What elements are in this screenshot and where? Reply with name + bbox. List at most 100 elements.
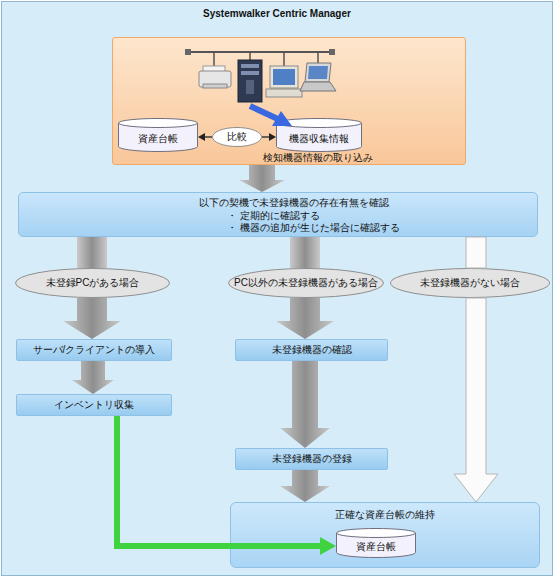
- flow-connector: [262, 133, 276, 141]
- block-arrow: [77, 237, 107, 268]
- compare-line: [262, 136, 270, 137]
- cylinder-label: 資産台帳: [118, 118, 198, 152]
- import-arrow: [250, 106, 292, 126]
- monitor: [270, 66, 298, 88]
- check-bullet: ・ 機器の追加が生じた場合に確認する: [227, 222, 400, 235]
- ellipse-shape: [213, 128, 262, 147]
- frame-title: Systemwalker Centric Manager: [2, 8, 552, 20]
- flow-connector: [290, 237, 320, 268]
- block-arrow: [63, 298, 121, 339]
- ellipse-label: PC以外の未登録機器がある場合: [228, 268, 384, 298]
- server-panel: [246, 80, 254, 94]
- drop-line: [213, 52, 215, 68]
- bus-terminator: [185, 49, 191, 55]
- condition-ellipse: 未登録機器がない場合: [390, 268, 550, 298]
- goal-box: 正確な資産台帳の維持資産台帳: [230, 502, 540, 568]
- ellipse-shape: [391, 269, 550, 298]
- drop-line: [283, 52, 285, 66]
- condition-text: 比較: [227, 131, 247, 143]
- flow-connector: [63, 298, 121, 339]
- flow-connector: [276, 298, 334, 339]
- process-text: インベントリ収集: [54, 399, 134, 411]
- detection-panel: 検知機器情報の取り込み 資産台帳 比較 機器収集情報: [112, 37, 466, 165]
- goal-heading: 正確な資産台帳の維持: [231, 509, 539, 521]
- server-bay: [241, 64, 259, 68]
- cylinder-top: [337, 529, 416, 538]
- cylinder-label: 資産台帳: [336, 528, 416, 558]
- plain-block-arrow: [466, 237, 486, 268]
- laptop-base: [300, 82, 336, 91]
- process-text: 未登録機器の登録: [272, 453, 352, 465]
- ellipse-shape: [16, 269, 170, 298]
- process-box: 未登録機器の登録: [235, 448, 388, 470]
- import-arrow-head: [272, 111, 292, 126]
- condition-ellipse: 未登録PCがある場合: [15, 268, 170, 298]
- arrow-head: [198, 133, 205, 141]
- plain-block-arrow: [454, 298, 498, 502]
- drop-line: [317, 52, 319, 63]
- process-label: サーバ/クライアントの導入: [17, 340, 171, 360]
- cylinder-top: [277, 119, 362, 128]
- ellipse-label: 比較: [212, 127, 262, 147]
- bus-terminator: [329, 49, 335, 55]
- check-heading: 以下の契機で未登録機器の存在有無を確認: [199, 197, 400, 210]
- flow-connector: [466, 237, 486, 268]
- block-arrow: [276, 298, 334, 339]
- panel-caption: 検知機器情報の取り込み: [263, 152, 373, 164]
- database-name: 資産台帳: [356, 541, 396, 553]
- desktop-icon: [266, 66, 302, 97]
- process-box: サーバ/クライアントの導入: [16, 339, 172, 361]
- flow-connector: [77, 237, 107, 268]
- compare-line: [204, 136, 212, 137]
- arrow-head: [269, 133, 276, 141]
- database-name: 資産台帳: [138, 133, 178, 145]
- ellipse-label: 未登録PCがある場合: [15, 268, 170, 298]
- monitor-screen: [273, 69, 295, 85]
- drop-line: [249, 52, 251, 60]
- bus-line: [189, 51, 331, 53]
- check-text-block: 以下の契機で未登録機器の存在有無を確認・ 定期的に確認する・ 機器の追加が生じた…: [199, 197, 400, 235]
- flow-connector: [72, 361, 114, 394]
- block-arrow: [239, 165, 285, 192]
- condition-ellipse: PC以外の未登録機器がある場合: [228, 268, 384, 298]
- flow-connector: [280, 361, 330, 448]
- printer-body: [199, 71, 231, 87]
- check-box: 以下の契機で未登録機器の存在有無を確認・ 定期的に確認する・ 機器の追加が生じた…: [18, 192, 538, 237]
- condition-ellipse: 比較: [212, 127, 262, 147]
- import-arrow-shaft: [250, 106, 280, 120]
- ellipse-label: 未登録機器がない場合: [390, 268, 550, 298]
- process-box: インベントリ収集: [16, 394, 172, 416]
- block-arrow: [280, 470, 330, 502]
- ellipse-shape: [229, 269, 384, 298]
- green-flow-line: [117, 416, 322, 546]
- database-cylinder: 資産台帳: [336, 528, 416, 558]
- process-text: 未登録機器の確認: [272, 344, 352, 356]
- cylinder-top: [119, 119, 198, 128]
- server-bay: [241, 71, 259, 75]
- laptop-screen: [308, 66, 328, 79]
- laptop-icon: [300, 63, 336, 91]
- process-label: 未登録機器の登録: [236, 449, 387, 469]
- block-arrow: [290, 237, 320, 268]
- block-arrow: [72, 361, 114, 394]
- process-box: 未登録機器の確認: [235, 339, 388, 361]
- database-name: 機器収集情報: [289, 133, 349, 145]
- printer-tray: [203, 84, 227, 88]
- server-icon: [238, 60, 262, 102]
- network-bus: [185, 49, 335, 68]
- process-text: サーバ/クライアントの導入: [33, 344, 156, 356]
- flow-connector: [239, 165, 285, 192]
- arrow-head: [320, 537, 336, 555]
- desktop-base: [266, 89, 302, 97]
- flow-connector: [198, 133, 212, 141]
- condition-text: PC以外の未登録機器がある場合: [234, 277, 378, 289]
- condition-text: 未登録PCがある場合: [46, 277, 140, 289]
- condition-text: 未登録機器がない場合: [420, 277, 520, 289]
- flow-connector: [280, 470, 330, 502]
- flow-connector: [117, 416, 336, 555]
- check-bullet: ・ 定期的に確認する: [227, 210, 400, 223]
